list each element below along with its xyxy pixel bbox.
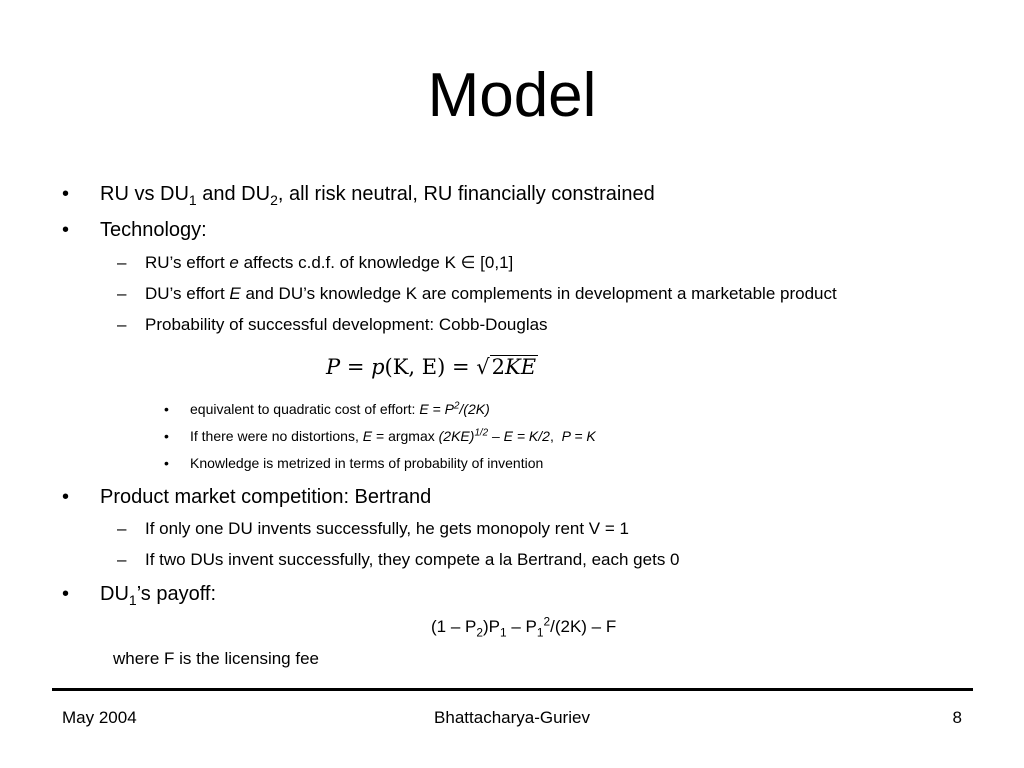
item-text: affects c.d.f. of knowledge K (238, 253, 461, 272)
italic-text: (2KE) (438, 428, 475, 444)
formula-equals: = (340, 355, 372, 379)
bullet-marker: • (164, 428, 169, 444)
subscript: 2 (476, 625, 483, 640)
subscript: 2 (270, 192, 278, 208)
dash-marker: – (117, 284, 127, 303)
bullet-text: , all risk neutral, RU financially const… (277, 183, 655, 205)
footer-rule (52, 688, 973, 691)
formula-fn: p (371, 355, 385, 379)
subitem-compete-bertrand: If two DUs invent successfully, they com… (145, 550, 680, 569)
cobb-douglas-formula: P = p(K, E) = √2KE (326, 354, 539, 380)
dash-marker: – (117, 550, 127, 569)
subitem-monopoly-rent: If only one DU invents successfully, he … (145, 519, 629, 538)
formula-args: (K, E) (384, 355, 446, 379)
radical-sign: √ (476, 355, 490, 379)
payoff-formula: (1 – P2)P1 – P12/(2K) – F (431, 614, 617, 640)
formula-text: – P (506, 617, 537, 636)
item-text: DU’s effort (145, 284, 230, 303)
item-text: , (549, 428, 562, 444)
italic-text: E = P (419, 401, 454, 417)
superscript: 1/2 (474, 427, 489, 439)
superscript: 2 (453, 400, 460, 412)
superscript: 2 (543, 614, 551, 629)
bullet-marker: • (62, 583, 70, 605)
italic-text: e (229, 253, 239, 272)
subitem-quadratic-cost: equivalent to quadratic cost of effort: … (190, 400, 490, 418)
formula-text: )P (482, 617, 500, 636)
italic-text: E (362, 428, 373, 444)
bullet-marker: • (62, 219, 70, 241)
subscript: 1 (128, 592, 137, 608)
bullet-bertrand: Product market competition: Bertrand (100, 486, 432, 508)
formula-text: /(2K) – F (550, 617, 617, 636)
bullet-marker: • (62, 486, 70, 508)
italic-text: E (229, 284, 241, 303)
italic-text: /(2K) (459, 401, 490, 417)
item-text: equivalent to quadratic cost of effort: (190, 401, 420, 417)
bullet-text: ’s payoff: (136, 583, 217, 605)
bullet-risk-neutral: RU vs DU1 and DU2, all risk neutral, RU … (100, 182, 655, 208)
bullet-technology: Technology: (100, 219, 207, 241)
item-text: [0,1] (475, 253, 514, 272)
subscript: 1 (536, 625, 544, 640)
subscript: 1 (499, 625, 507, 640)
dash-marker: – (117, 315, 127, 334)
dash-marker: – (117, 519, 127, 538)
item-text: RU’s effort (145, 253, 230, 272)
subitem-cobb-douglas: Probability of successful development: C… (145, 315, 548, 334)
item-text: and DU’s knowledge K are complements in … (240, 284, 837, 303)
bullet-text: and DU (196, 183, 271, 205)
bullet-marker: • (164, 455, 169, 471)
bullet-marker: • (164, 401, 169, 417)
dash-marker: – (117, 253, 127, 272)
subscript: 1 (188, 192, 197, 208)
element-of-symbol: ∈ (460, 253, 476, 272)
square-root: √2KE (476, 354, 539, 380)
formula-text: (1 – P (431, 617, 477, 636)
item-text: = argmax (372, 428, 439, 444)
slide-number: 8 (952, 708, 962, 727)
bullet-payoff: DU1’s payoff: (100, 582, 217, 608)
bullet-text: DU (100, 583, 129, 605)
formula-equals: = (445, 355, 477, 379)
footer-authors: Bhattacharya-Guriev (434, 708, 590, 727)
italic-text: – E = K/2 (488, 428, 550, 444)
radicand-variables: KE (505, 355, 537, 379)
bullet-text: RU vs DU (100, 183, 189, 205)
subitem-du-effort: DU’s effort E and DU’s knowledge K are c… (145, 283, 837, 304)
italic-text: P = K (561, 428, 596, 444)
bullet-marker: • (62, 183, 70, 205)
subitem-knowledge-metrized: Knowledge is metrized in terms of probab… (190, 455, 544, 471)
item-text: If there were no distortions, (190, 428, 363, 444)
subitem-ru-effort: RU’s effort e affects c.d.f. of knowledg… (145, 252, 513, 273)
formula-lhs: P (326, 355, 341, 379)
subitem-no-distortions: If there were no distortions, E = argmax… (190, 427, 596, 445)
radicand-number: 2 (491, 355, 506, 379)
licensing-fee-note: where F is the licensing fee (113, 649, 319, 668)
slide-title: Model (427, 61, 597, 130)
footer-date: May 2004 (62, 708, 137, 727)
radicand: 2KE (489, 355, 539, 379)
